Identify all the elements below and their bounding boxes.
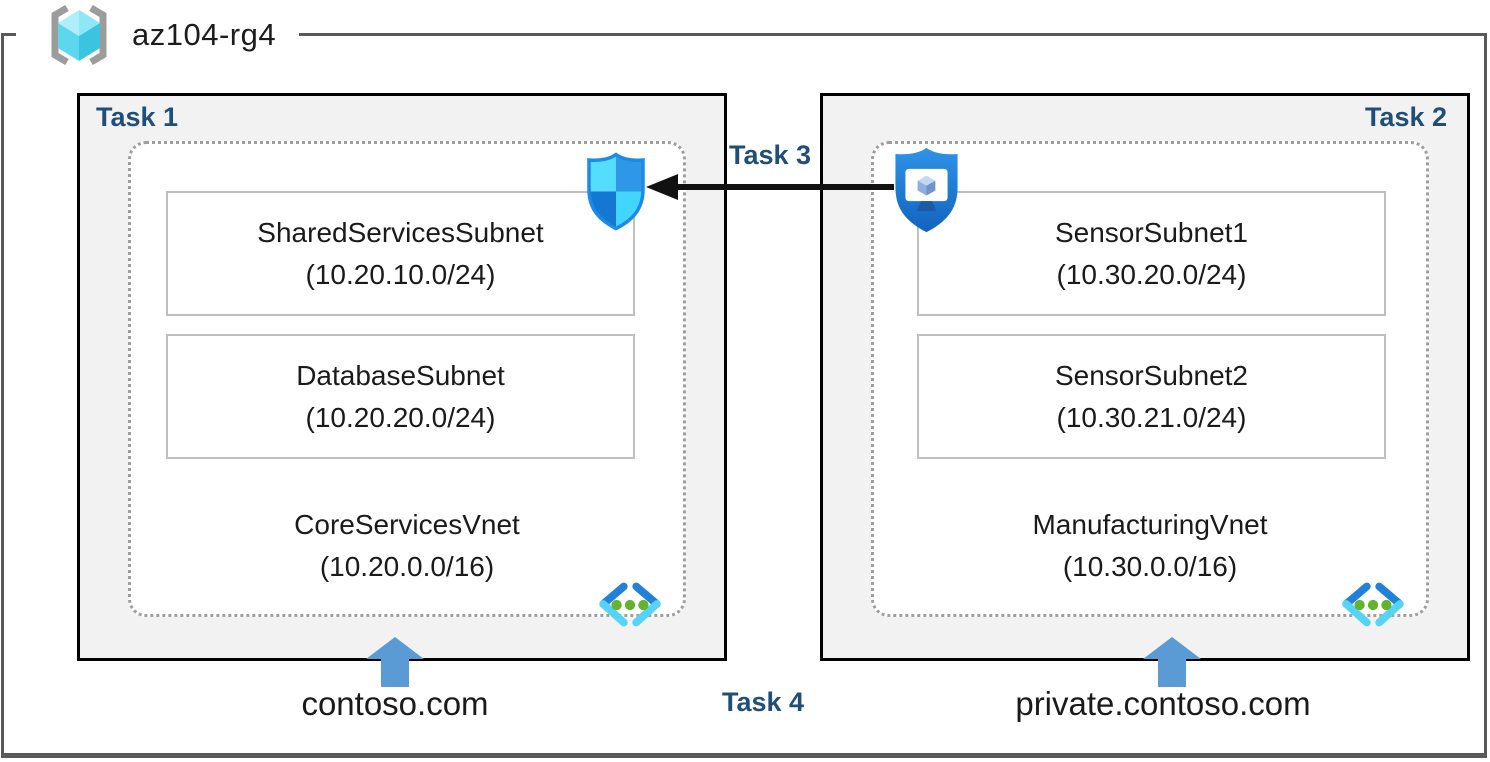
dns-up-arrow bbox=[366, 637, 424, 687]
task1-box: Task 1 SharedServicesSubnet (10.20.10.0/… bbox=[77, 93, 727, 661]
subnet-cidr: (10.30.21.0/24) bbox=[1056, 401, 1247, 433]
vnet-cidr: (10.20.0.0/16) bbox=[319, 551, 495, 582]
sensor-subnet1: SensorSubnet1 (10.30.20.0/24) bbox=[917, 191, 1386, 316]
contoso-domain-label: contoso.com bbox=[301, 685, 489, 722]
resource-group-icon bbox=[51, 4, 107, 66]
task1-label: Task 1 bbox=[96, 102, 179, 132]
resource-group-name: az104-rg4 bbox=[132, 17, 277, 52]
subnet-name: SensorSubnet2 bbox=[1054, 359, 1249, 391]
subnet-name: SharedServicesSubnet bbox=[257, 216, 544, 248]
sensor-subnet2: SensorSubnet2 (10.30.21.0/24) bbox=[917, 334, 1386, 459]
subnet-cidr: (10.20.20.0/24) bbox=[305, 401, 496, 433]
core-services-vnet-label: CoreServicesVnet (10.20.0.0/16) bbox=[128, 504, 686, 588]
network-security-group-icon bbox=[587, 152, 645, 231]
subnet-name: DatabaseSubnet bbox=[296, 359, 505, 391]
vnet-cidr: (10.30.0.0/16) bbox=[1062, 551, 1238, 582]
manufacturing-vnet-label: ManufacturingVnet (10.30.0.0/16) bbox=[871, 504, 1429, 588]
shielded-vm-icon bbox=[895, 147, 958, 233]
subnet-cidr: (10.20.10.0/24) bbox=[305, 258, 496, 290]
vnet-name: ManufacturingVnet bbox=[1032, 509, 1268, 540]
subnet-cidr: (10.30.20.0/24) bbox=[1056, 258, 1247, 290]
subnet-name: SensorSubnet1 bbox=[1054, 216, 1249, 248]
virtual-network-icon bbox=[599, 582, 661, 627]
task4-label: Task 4 bbox=[721, 687, 805, 717]
task3-label: Task 3 bbox=[728, 140, 812, 170]
private-contoso-domain-label: private.contoso.com bbox=[1015, 685, 1311, 722]
shared-services-subnet: SharedServicesSubnet (10.20.10.0/24) bbox=[166, 191, 635, 316]
dns-up-arrow bbox=[1143, 637, 1201, 687]
vnet-name: CoreServicesVnet bbox=[294, 509, 520, 540]
task2-label: Task 2 bbox=[1364, 102, 1447, 132]
peering-arrow bbox=[646, 174, 894, 200]
virtual-network-icon bbox=[1342, 582, 1404, 627]
database-subnet: DatabaseSubnet (10.20.20.0/24) bbox=[166, 334, 635, 459]
